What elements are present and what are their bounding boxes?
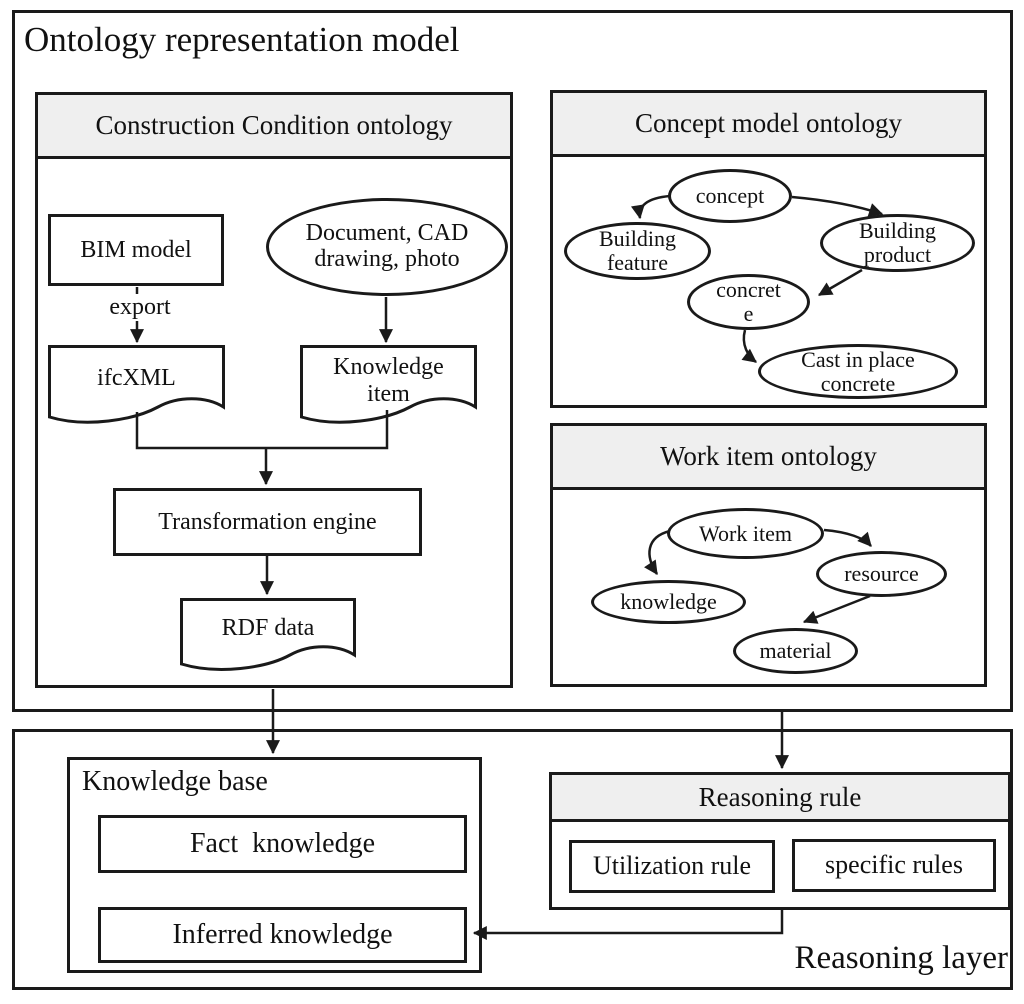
ifcxml-label: ifcXML [97,364,176,391]
reasoning-layer-label: Reasoning layer [794,940,1008,976]
concept-node: concept [668,169,792,223]
concept-ontology-panel: Concept model ontology [550,90,987,408]
knowledge-base-title: Knowledge base [82,766,268,797]
building-product-node: Building product [820,214,975,272]
building-feature-node: Building feature [564,222,711,280]
utilization-rule-node: Utilization rule [569,840,775,893]
work-item-ontology-panel: Work item ontology [550,423,987,687]
material-node: material [733,628,858,674]
ifcxml-document: ifcXML [48,345,225,433]
specific-rules-node: specific rules [792,839,996,892]
fact-knowledge-node: Fact knowledge [98,815,467,873]
document-shape [48,345,225,424]
reasoning-rule-panel: Reasoning rule [549,772,1011,910]
knowledge-item-document: Knowledge item [300,345,477,433]
work-item-ontology-header: Work item ontology [553,426,984,490]
knowledge-item-label: Knowledge item [333,354,444,407]
concrete-node: concret e [687,274,810,330]
rdf-data-document: RDF data [180,598,356,678]
bim-model-node: BIM model [48,214,224,286]
cast-in-place-concrete-node: Cast in place concrete [758,344,958,399]
reasoning-layer-box [12,729,1013,990]
transformation-engine-node: Transformation engine [113,488,422,556]
source-documents-ellipse: Document, CAD drawing, photo [266,198,508,296]
inferred-knowledge-node: Inferred knowledge [98,907,467,963]
work-item-node: Work item [667,508,824,559]
knowledge-base-box: Knowledge base [67,757,482,973]
rdf-data-label: RDF data [221,614,315,641]
construction-ontology-panel: Construction Condition ontology [35,92,513,688]
construction-ontology-header: Construction Condition ontology [38,95,510,159]
reasoning-rule-header: Reasoning rule [552,775,1008,822]
ontology-model-title: Ontology representation model [24,20,460,59]
export-label: export [99,294,181,321]
knowledge-node: knowledge [591,580,746,624]
concept-ontology-header: Concept model ontology [553,93,984,157]
resource-node: resource [816,551,947,597]
document-shape [180,598,356,671]
ontology-model-box [12,10,1013,712]
